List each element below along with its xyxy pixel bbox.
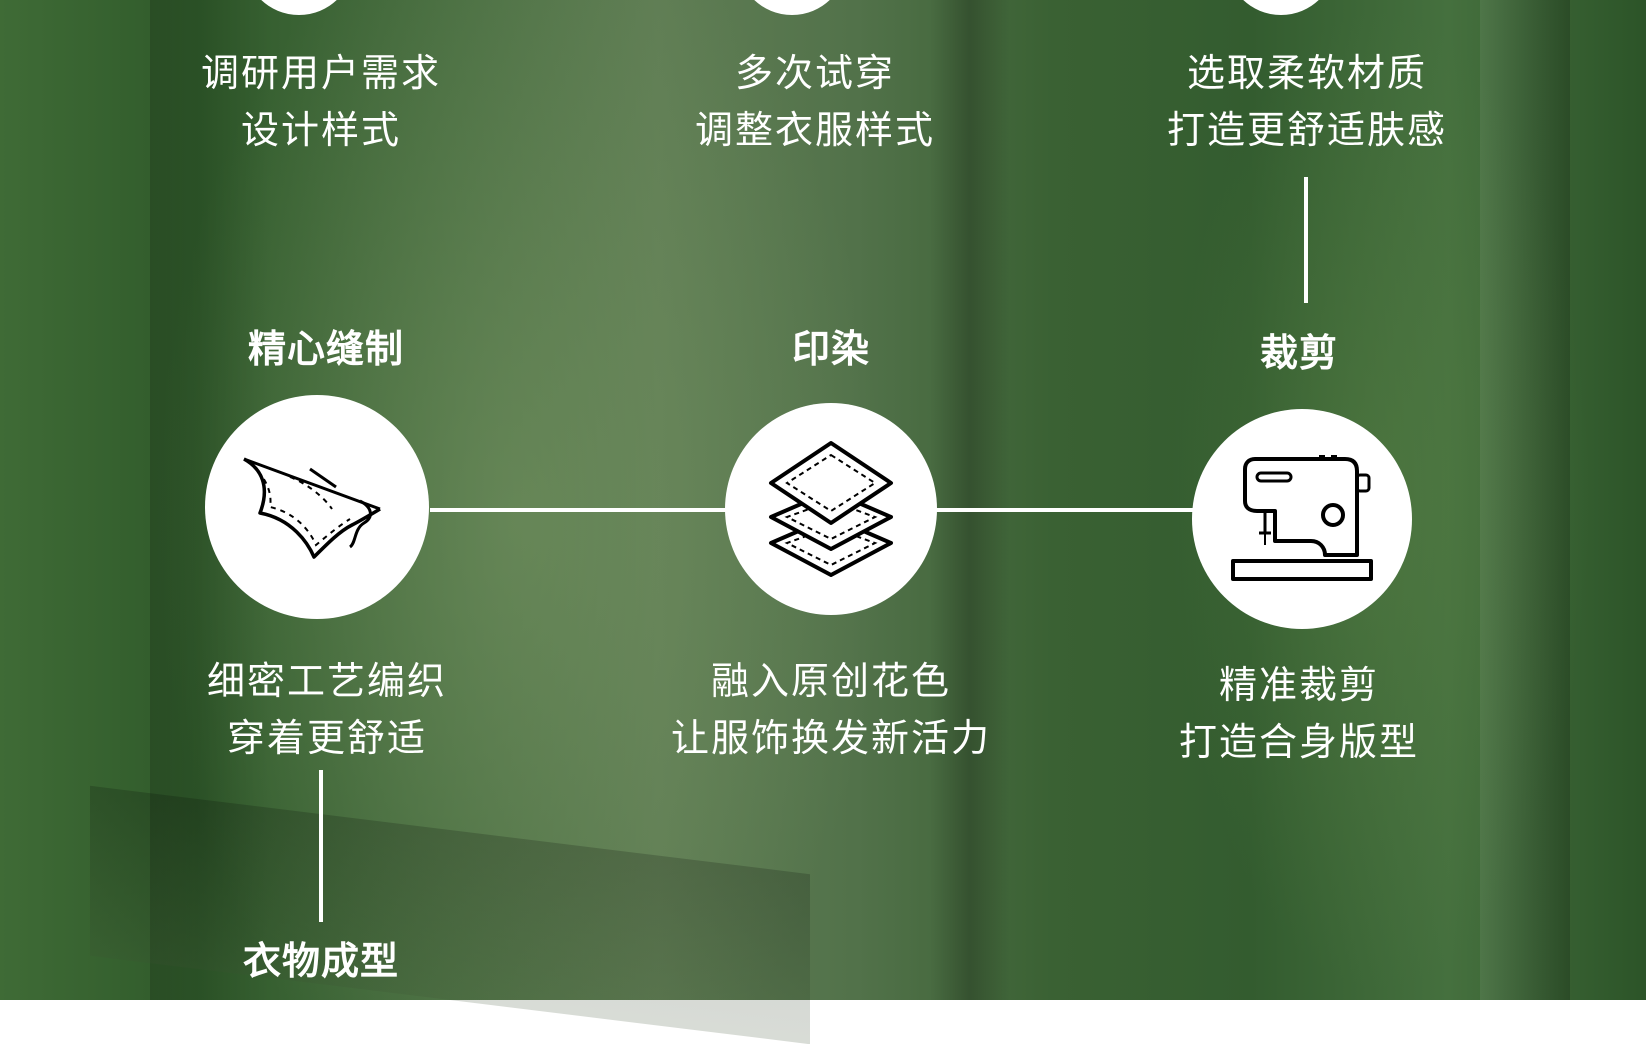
forming-title: 衣物成型 <box>171 930 471 985</box>
top-center-caption: 多次试穿 调整衣服样式 <box>605 45 1025 159</box>
top-right-caption: 选取柔软材质 打造更舒适肤感 <box>1097 45 1517 159</box>
caption-line: 调整衣服样式 <box>605 102 1025 159</box>
dyeing-step-icon-circle <box>725 403 937 615</box>
sewing-caption: 细密工艺编织 穿着更舒适 <box>117 653 537 767</box>
caption-line: 融入原创花色 <box>621 653 1041 710</box>
caption-line: 选取柔软材质 <box>1097 45 1517 102</box>
sewing-title: 精心缝制 <box>176 318 476 373</box>
sewing-machine-icon <box>1227 455 1377 583</box>
caption-line: 穿着更舒适 <box>117 710 537 767</box>
caption-line: 调研用户需求 <box>111 45 531 102</box>
caption-line: 打造合身版型 <box>1089 714 1509 771</box>
caption-line: 打造更舒适肤感 <box>1097 102 1517 159</box>
caption-line: 多次试穿 <box>605 45 1025 102</box>
sewing-step-icon-circle <box>205 395 429 619</box>
connector-line <box>1304 177 1308 303</box>
dyeing-caption: 融入原创花色 让服饰换发新活力 <box>621 653 1041 767</box>
caption-line: 让服饰换发新活力 <box>621 710 1041 767</box>
cutting-step-icon-circle <box>1192 409 1412 629</box>
caption-line: 设计样式 <box>111 102 531 159</box>
top-left-caption: 调研用户需求 设计样式 <box>111 45 531 159</box>
cutting-title: 裁剪 <box>1149 322 1449 377</box>
connector-line <box>936 508 1194 512</box>
caption-line: 精准裁剪 <box>1089 657 1509 714</box>
fabric-stitching-icon <box>232 447 402 567</box>
connector-line <box>430 508 726 512</box>
cutting-caption: 精准裁剪 打造合身版型 <box>1089 657 1509 771</box>
layered-fabric-icon <box>763 439 899 579</box>
dyeing-title: 印染 <box>681 318 981 373</box>
connector-line <box>319 770 323 922</box>
caption-line: 细密工艺编织 <box>117 653 537 710</box>
